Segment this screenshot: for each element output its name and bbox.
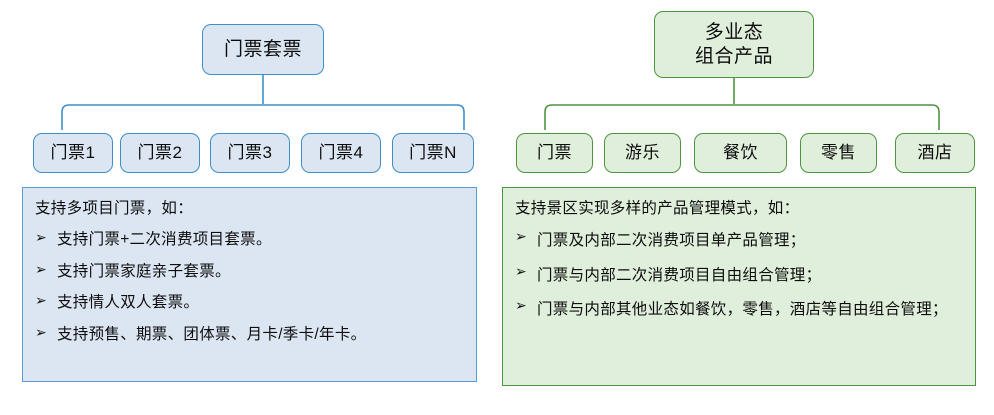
right-bullet-item-2: ➢ 门票与内部二次消费项目自由组合管理；: [515, 264, 963, 287]
right-child-node-2[interactable]: 游乐: [604, 133, 681, 173]
left-child-node-3[interactable]: 门票3: [210, 133, 290, 173]
right-bullet-text-2: 门票与内部二次消费项目自由组合管理；: [537, 266, 822, 284]
left-bullet-item-1: ➢ 支持门票+二次消费项目套票。: [35, 230, 464, 249]
right-child-node-4[interactable]: 零售: [800, 133, 877, 173]
right-child-node-1[interactable]: 门票: [516, 133, 593, 173]
arrow-bullet-icon: ➢: [515, 297, 528, 314]
left-bullet-text-2: 支持门票家庭亲子套票。: [57, 262, 231, 280]
blue-child-bracket: [61, 104, 465, 130]
left-bullet-item-2: ➢ 支持门票家庭亲子套票。: [35, 262, 464, 281]
left-child-node-1[interactable]: 门票1: [33, 133, 113, 173]
right-child-node-3[interactable]: 餐饮: [694, 133, 787, 173]
right-bullet-text-3: 门票与内部其他业态如餐饮，零售，酒店等自由组合管理；: [537, 300, 948, 318]
right-bullet-item-3: ➢ 门票与内部其他业态如餐饮，零售，酒店等自由组合管理；: [515, 298, 963, 321]
left-panel-bullet-list: ➢ 支持门票+二次消费项目套票。 ➢ 支持门票家庭亲子套票。 ➢ 支持情人双人套…: [35, 230, 464, 344]
left-panel-heading: 支持多项目门票，如：: [35, 200, 194, 217]
right-description-panel: 支持景区实现多样的产品管理模式，如： ➢ 门票及内部二次消费项目单产品管理； ➢…: [502, 187, 976, 386]
right-bullet-item-1: ➢ 门票及内部二次消费项目单产品管理；: [515, 229, 963, 252]
right-panel-heading: 支持景区实现多样的产品管理模式，如：: [515, 200, 800, 217]
left-child-node-2[interactable]: 门票2: [120, 133, 200, 173]
arrow-bullet-icon: ➢: [35, 261, 48, 278]
left-bullet-text-1: 支持门票+二次消费项目套票。: [57, 231, 272, 249]
left-child-node-5[interactable]: 门票N: [392, 133, 474, 173]
green-child-bracket: [544, 104, 940, 130]
right-child-node-5[interactable]: 酒店: [895, 133, 975, 173]
arrow-bullet-icon: ➢: [515, 263, 528, 280]
arrow-bullet-icon: ➢: [515, 229, 528, 246]
arrow-bullet-icon: ➢: [35, 293, 48, 310]
left-bullet-item-4: ➢ 支持预售、期票、团体票、月卡/季卡/年卡。: [35, 325, 464, 344]
left-bullet-text-4: 支持预售、期票、团体票、月卡/季卡/年卡。: [57, 325, 367, 343]
right-bullet-text-1: 门票及内部二次消费项目单产品管理；: [537, 232, 806, 250]
left-bullet-item-3: ➢ 支持情人双人套票。: [35, 293, 464, 312]
right-root-node[interactable]: 多业态 组合产品: [654, 11, 814, 78]
right-panel-bullet-list: ➢ 门票及内部二次消费项目单产品管理； ➢ 门票与内部二次消费项目自由组合管理；…: [515, 229, 963, 321]
arrow-bullet-icon: ➢: [35, 230, 48, 247]
left-bullet-text-3: 支持情人双人套票。: [57, 294, 200, 312]
arrow-bullet-icon: ➢: [35, 324, 48, 341]
left-description-panel: 支持多项目门票，如： ➢ 支持门票+二次消费项目套票。 ➢ 支持门票家庭亲子套票…: [22, 187, 477, 382]
left-child-node-4[interactable]: 门票4: [301, 133, 381, 173]
left-root-node[interactable]: 门票套票: [202, 24, 324, 75]
